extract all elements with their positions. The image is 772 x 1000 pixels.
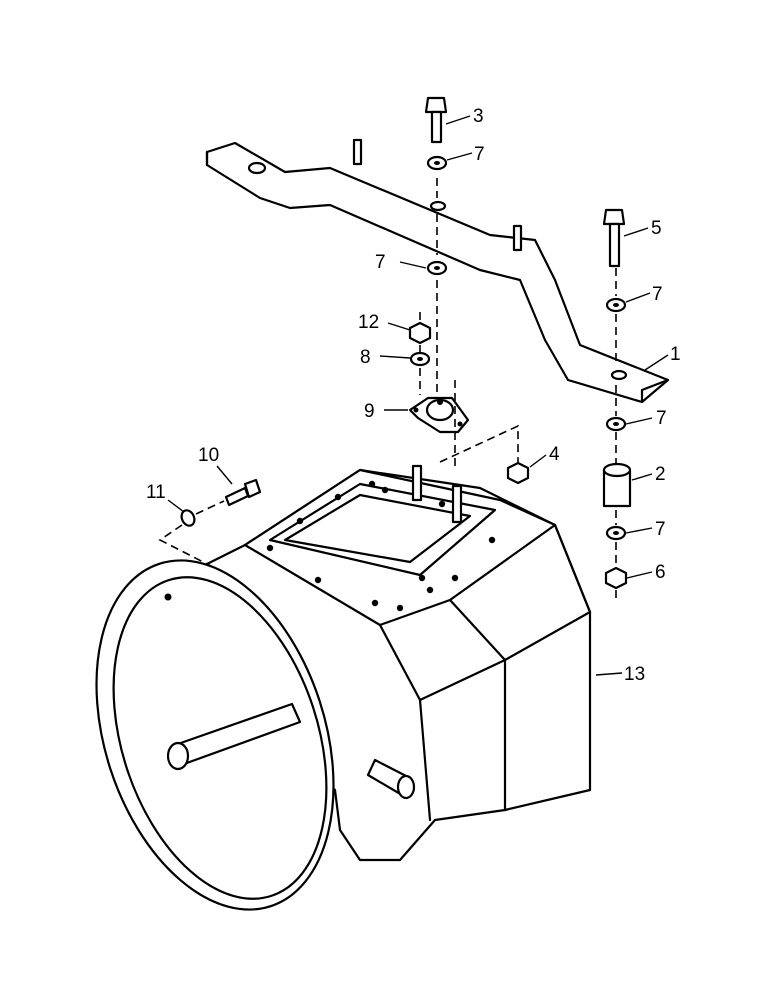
washer-8 xyxy=(409,351,431,367)
callout-7-left: 7 xyxy=(375,252,386,273)
callout-1: 1 xyxy=(670,344,681,365)
callout-labels: 3 7 5 7 7 12 1 8 9 7 4 10 2 11 7 6 13 xyxy=(146,106,681,685)
washer-7-right-lower xyxy=(605,525,627,541)
washer-7-top xyxy=(426,155,448,171)
callout-11: 11 xyxy=(146,482,166,503)
nut-12 xyxy=(408,321,432,345)
housing-studs xyxy=(411,464,463,524)
nut-6 xyxy=(604,566,628,590)
callout-6: 6 xyxy=(655,562,666,583)
callout-leaders xyxy=(167,115,669,676)
washer-7-under-bar xyxy=(426,260,448,276)
callout-10: 10 xyxy=(198,445,219,466)
callout-12: 12 xyxy=(358,312,379,333)
flange-bolt-holes xyxy=(266,480,496,612)
callout-7-right-upper: 7 xyxy=(652,284,663,305)
nut-4 xyxy=(506,461,530,485)
callout-5: 5 xyxy=(651,218,662,239)
output-shaft xyxy=(366,758,416,800)
callout-2: 2 xyxy=(655,464,666,485)
spacer-2 xyxy=(602,462,632,508)
callout-9: 9 xyxy=(364,401,375,422)
transmission-housing xyxy=(95,464,592,911)
callout-7-right-middle: 7 xyxy=(656,408,667,429)
callout-8: 8 xyxy=(360,347,371,368)
input-shaft xyxy=(166,702,302,771)
washer-7-right-upper xyxy=(605,297,627,313)
bolt-5 xyxy=(602,208,626,268)
rubber-mount-9 xyxy=(408,396,470,434)
assembly-lines xyxy=(158,178,617,600)
callout-4: 4 xyxy=(549,444,560,465)
callout-7-right-lower: 7 xyxy=(655,519,666,540)
bolt-10 xyxy=(224,478,262,507)
bolt-3 xyxy=(424,96,448,144)
callout-3: 3 xyxy=(473,106,484,127)
mounting-bracket-bar xyxy=(205,138,670,404)
washer-11 xyxy=(180,509,196,527)
callout-7-top: 7 xyxy=(474,144,485,165)
washer-7-right-middle xyxy=(605,416,627,432)
callout-13: 13 xyxy=(624,664,645,685)
